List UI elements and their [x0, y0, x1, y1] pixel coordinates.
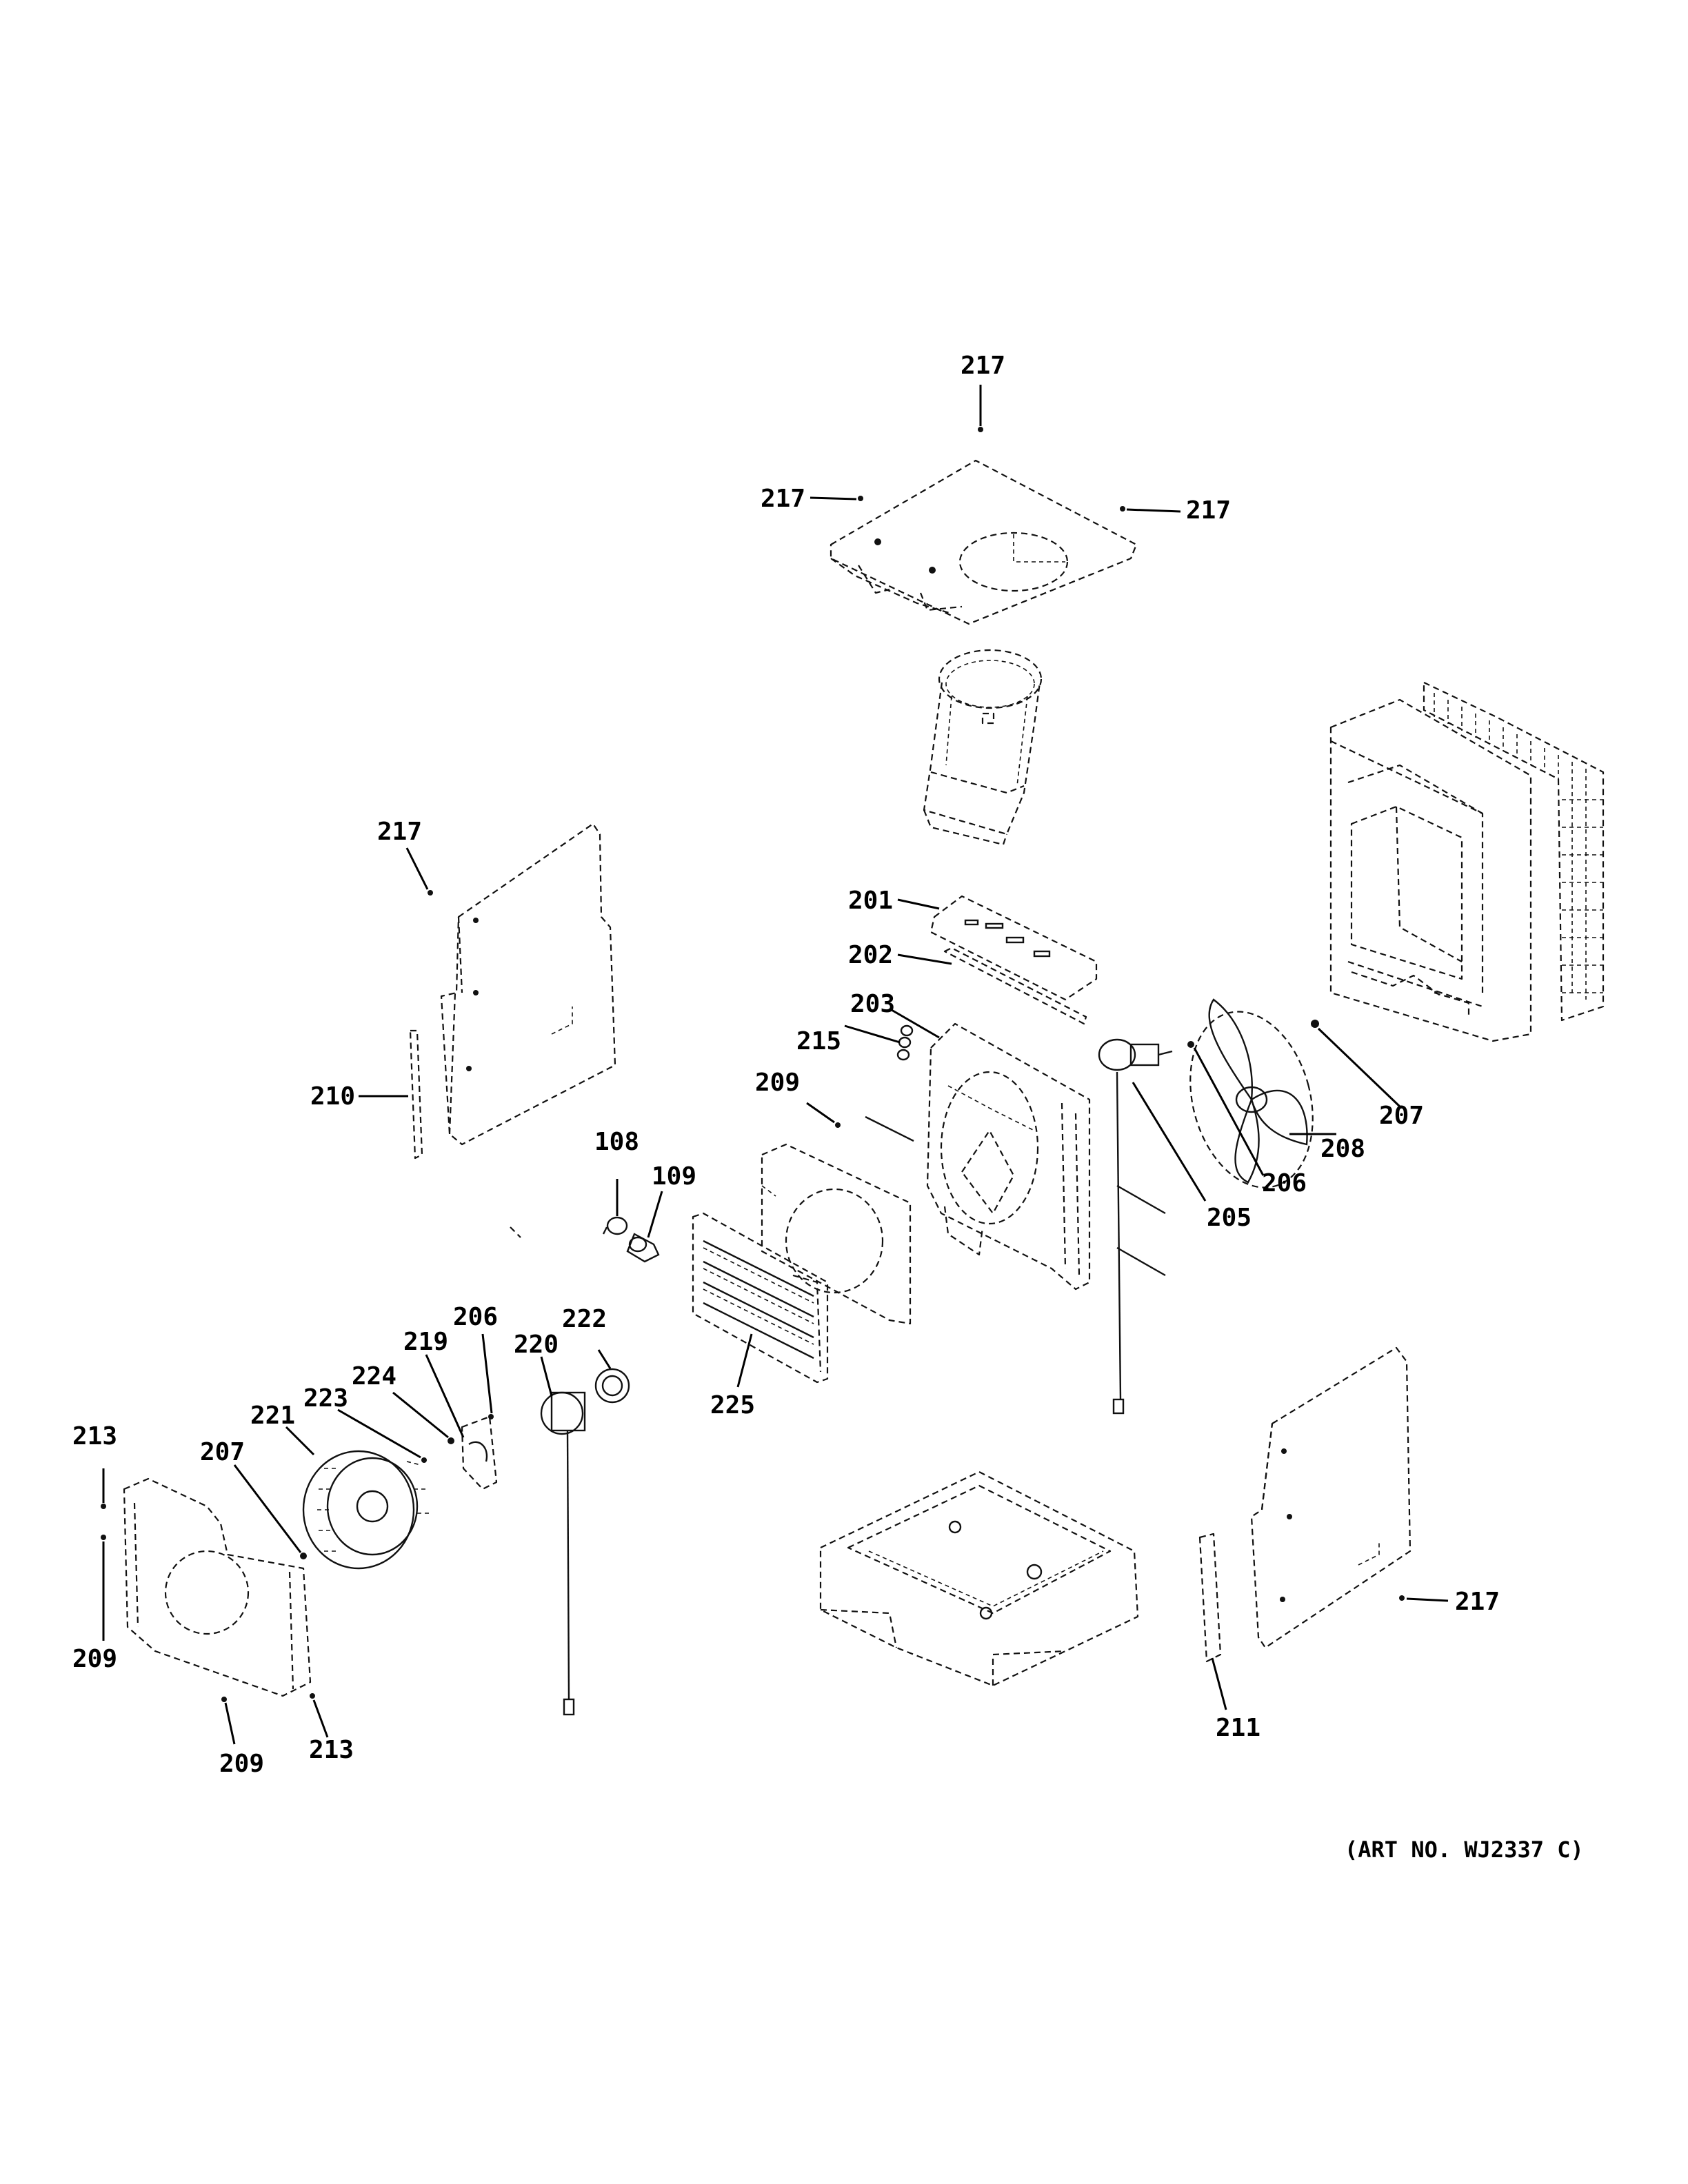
callout-217-right-top: 217 — [1186, 496, 1231, 525]
callout-206-left: 206 — [453, 1303, 498, 1331]
callout-221: 221 — [250, 1402, 295, 1430]
side-bracket-210 — [409, 1029, 423, 1160]
callout-108: 108 — [594, 1128, 639, 1156]
callout-224: 224 — [352, 1362, 396, 1391]
blower-motor-220 — [540, 1391, 586, 1716]
screw-206-right — [1187, 1041, 1194, 1048]
callout-202: 202 — [848, 941, 893, 969]
outer-cabinet-with-grille — [1329, 681, 1605, 1042]
motor-bracket-219 — [461, 1415, 498, 1490]
callout-211: 211 — [1216, 1714, 1260, 1742]
screw-217-right-top — [1120, 506, 1125, 512]
callout-210: 210 — [310, 1082, 355, 1111]
screw-206-left — [488, 1414, 494, 1419]
callout-213-bottom: 213 — [309, 1736, 354, 1764]
nut-207-right — [1311, 1020, 1319, 1028]
screw-209-mid — [835, 1115, 914, 1142]
capacitor-109 — [626, 1233, 660, 1263]
top-cover-plate — [830, 459, 1138, 625]
callout-217-panel: 217 — [377, 818, 422, 846]
screw-217-left-top — [858, 496, 863, 501]
callout-219: 219 — [403, 1328, 448, 1356]
screw-213-bottom — [310, 1693, 315, 1699]
air-duct-shroud — [923, 649, 1043, 846]
blower-scroll-housing — [123, 1477, 312, 1697]
callout-217-top: 217 — [961, 352, 1005, 380]
callout-209-left: 209 — [72, 1645, 117, 1673]
callout-217-bottom-right: 217 — [1455, 1588, 1500, 1616]
callout-215: 215 — [796, 1027, 841, 1055]
callout-207-right: 207 — [1379, 1102, 1424, 1130]
base-pan — [819, 1470, 1139, 1687]
callout-206-right: 206 — [1262, 1169, 1307, 1197]
callout-205: 205 — [1207, 1204, 1252, 1232]
callout-217-left-top: 217 — [761, 485, 805, 513]
motor-mount-ring-222 — [594, 1368, 630, 1404]
condenser-fan-blade-208 — [1189, 998, 1314, 1189]
left-side-panel — [428, 822, 616, 1238]
screw-209-bottom — [221, 1697, 227, 1702]
callout-209-bottom: 209 — [219, 1750, 264, 1778]
callout-213-top: 213 — [72, 1422, 117, 1450]
condenser-fan-shroud — [926, 1022, 1091, 1291]
side-bracket-211 — [1198, 1533, 1222, 1663]
control-panel-201 — [930, 895, 1098, 1001]
callout-209-mid: 209 — [755, 1069, 800, 1097]
leader-lines — [102, 385, 1449, 1745]
washer-224 — [448, 1437, 454, 1444]
callout-223: 223 — [303, 1384, 348, 1413]
art-number: (ART NO. WJ2337 C) — [1345, 1837, 1584, 1863]
screw-213-top — [101, 1504, 106, 1509]
callout-109: 109 — [652, 1162, 696, 1191]
clips-215 — [896, 1024, 914, 1061]
callout-201: 201 — [848, 887, 893, 915]
screw-217-bottom-right — [1399, 1595, 1405, 1601]
channel-rail-202 — [943, 947, 1087, 1025]
callout-222: 222 — [562, 1305, 607, 1333]
blower-wheel-221 — [302, 1450, 429, 1570]
callout-207-left: 207 — [200, 1438, 245, 1466]
heater-coil-225 — [692, 1212, 829, 1384]
divider-plate — [761, 1143, 912, 1325]
callout-220: 220 — [514, 1331, 559, 1359]
nut-223 — [421, 1457, 427, 1463]
capacitor-clip-108 — [602, 1216, 628, 1235]
callout-208: 208 — [1320, 1135, 1365, 1163]
callout-203: 203 — [850, 990, 895, 1018]
screw-217-top — [978, 427, 983, 432]
callout-labels: 217 217 217 217 210 201 202 203 215 209 … — [72, 352, 1500, 1778]
screw-209-left — [101, 1535, 106, 1540]
right-side-panel — [1250, 1346, 1411, 1649]
nut-207-left — [300, 1553, 307, 1559]
callout-225: 225 — [710, 1391, 755, 1419]
condenser-motor-205 — [1098, 1038, 1173, 1415]
